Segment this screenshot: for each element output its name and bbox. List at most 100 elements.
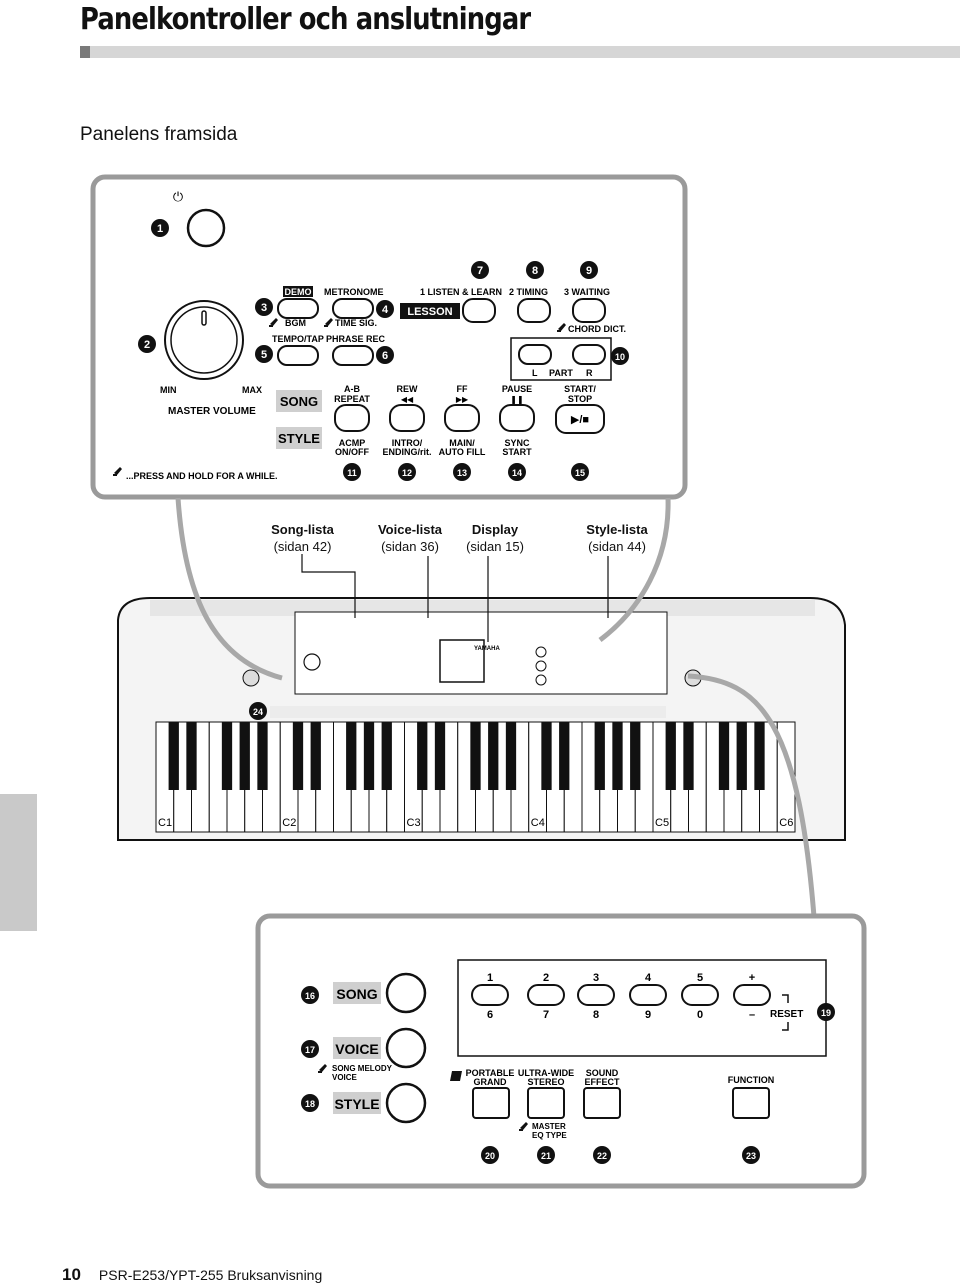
rew-button[interactable] [389, 404, 425, 432]
leader-bottom-right [687, 673, 818, 931]
svg-text:4: 4 [382, 304, 389, 316]
reset-label: RESET [770, 1009, 803, 1020]
callout-17: 17 [301, 1040, 319, 1058]
metronome-button[interactable] [332, 298, 374, 319]
part-r-button[interactable] [572, 344, 606, 365]
acmp-onoff-label: ON/OFF [335, 447, 369, 457]
chord-dict-label: CHORD DICT. [568, 324, 626, 334]
octave-label: C6 [779, 817, 793, 829]
number-label: 4 [645, 972, 652, 984]
ref-display-name: Display [471, 522, 519, 537]
svg-text:23: 23 [746, 1151, 756, 1161]
function-button[interactable] [732, 1087, 770, 1119]
number-button[interactable] [629, 984, 667, 1006]
timing-button[interactable] [517, 298, 551, 323]
ab-repeat-button[interactable] [334, 404, 370, 432]
waiting-button[interactable] [572, 298, 606, 323]
pause-button[interactable] [499, 404, 535, 432]
tempo-tap-button[interactable] [277, 345, 319, 366]
number-label: 1 [487, 972, 493, 984]
svg-text:15: 15 [575, 468, 585, 478]
volume-max-label: MAX [242, 385, 262, 395]
reset-bracket-bottom [782, 1022, 789, 1031]
svg-text:13: 13 [457, 468, 467, 478]
start-stop-button[interactable] [555, 404, 605, 434]
number-label: 0 [697, 1009, 703, 1021]
svg-text:11: 11 [347, 468, 357, 478]
master-volume-knob[interactable] [164, 300, 244, 380]
stereo-label: STEREO [527, 1077, 564, 1087]
voice-label: VOICE [335, 1041, 379, 1057]
svg-text:7: 7 [477, 265, 483, 277]
title-rule [80, 46, 960, 58]
callout-22: 22 [593, 1146, 611, 1164]
number-label: 8 [593, 1009, 599, 1021]
style-button[interactable] [385, 1082, 427, 1124]
power-button[interactable] [186, 208, 226, 248]
voice-button[interactable] [385, 1027, 427, 1069]
sound-label: SOUND [586, 1068, 619, 1078]
black-key [754, 722, 765, 790]
callout-3: 3 [255, 298, 273, 316]
number-label: 9 [645, 1009, 651, 1021]
number-label: 3 [593, 972, 599, 984]
octave-label: C2 [282, 817, 296, 829]
sync-start-label: START [502, 447, 532, 457]
black-key [630, 722, 641, 790]
number-button[interactable] [527, 984, 565, 1006]
lesson-label: LESSON [407, 306, 452, 318]
phrase-rec-button[interactable] [332, 345, 374, 366]
number-label: – [749, 1009, 755, 1021]
black-key [186, 722, 197, 790]
rew-label: REW [397, 384, 419, 394]
black-key [505, 722, 517, 790]
pause-icon: ❚❚ [510, 395, 523, 404]
number-button[interactable] [733, 984, 771, 1006]
callout-4: 4 [376, 300, 394, 318]
listen-learn-button[interactable] [462, 298, 496, 323]
svg-text:3: 3 [261, 302, 267, 314]
ff-icon: ▶▶ [456, 395, 469, 404]
number-button[interactable] [577, 984, 615, 1006]
svg-text:20: 20 [485, 1151, 495, 1161]
black-key [363, 722, 375, 790]
number-button[interactable] [681, 984, 719, 1006]
svg-text:12: 12 [402, 468, 412, 478]
callout-13: 13 [453, 463, 471, 481]
black-key [718, 722, 730, 790]
repeat-label: REPEAT [334, 394, 370, 404]
svg-text:18: 18 [305, 1099, 315, 1109]
black-key [221, 722, 233, 790]
song-melody-voice-label: VOICE [332, 1073, 358, 1082]
intro-label: INTRO/ [392, 438, 423, 448]
ff-button[interactable] [444, 404, 480, 432]
number-label: 6 [487, 1009, 493, 1021]
svg-text:6: 6 [382, 350, 388, 362]
svg-text:17: 17 [305, 1045, 315, 1055]
svg-text:9: 9 [586, 265, 592, 277]
voice-badge [333, 1037, 381, 1059]
callout-6: 6 [376, 346, 394, 364]
demo-badge [283, 286, 313, 297]
key-label-strip [270, 706, 666, 718]
number-button[interactable] [471, 984, 509, 1006]
callout-15: 15 [571, 463, 589, 481]
black-key [239, 722, 250, 790]
number-label: 2 [543, 972, 549, 984]
part-label: PART [549, 368, 573, 378]
time-sig-label: TIME SIG. [335, 318, 377, 328]
portable-grand-button[interactable] [472, 1087, 510, 1119]
ultra-wide-stereo-button[interactable] [527, 1087, 565, 1119]
leader-song-list [301, 554, 356, 618]
svg-text:14: 14 [512, 468, 522, 478]
demo-button[interactable] [277, 298, 319, 319]
black-key [292, 722, 304, 790]
eq-type-label: EQ TYPE [532, 1131, 567, 1140]
part-l-button[interactable] [518, 344, 552, 365]
lesson-badge [400, 303, 460, 319]
acmp-label: ACMP [339, 438, 366, 448]
sound-effect-button[interactable] [583, 1087, 621, 1119]
black-key [434, 722, 446, 790]
song-button[interactable] [385, 972, 427, 1014]
octave-label: C3 [407, 817, 421, 829]
